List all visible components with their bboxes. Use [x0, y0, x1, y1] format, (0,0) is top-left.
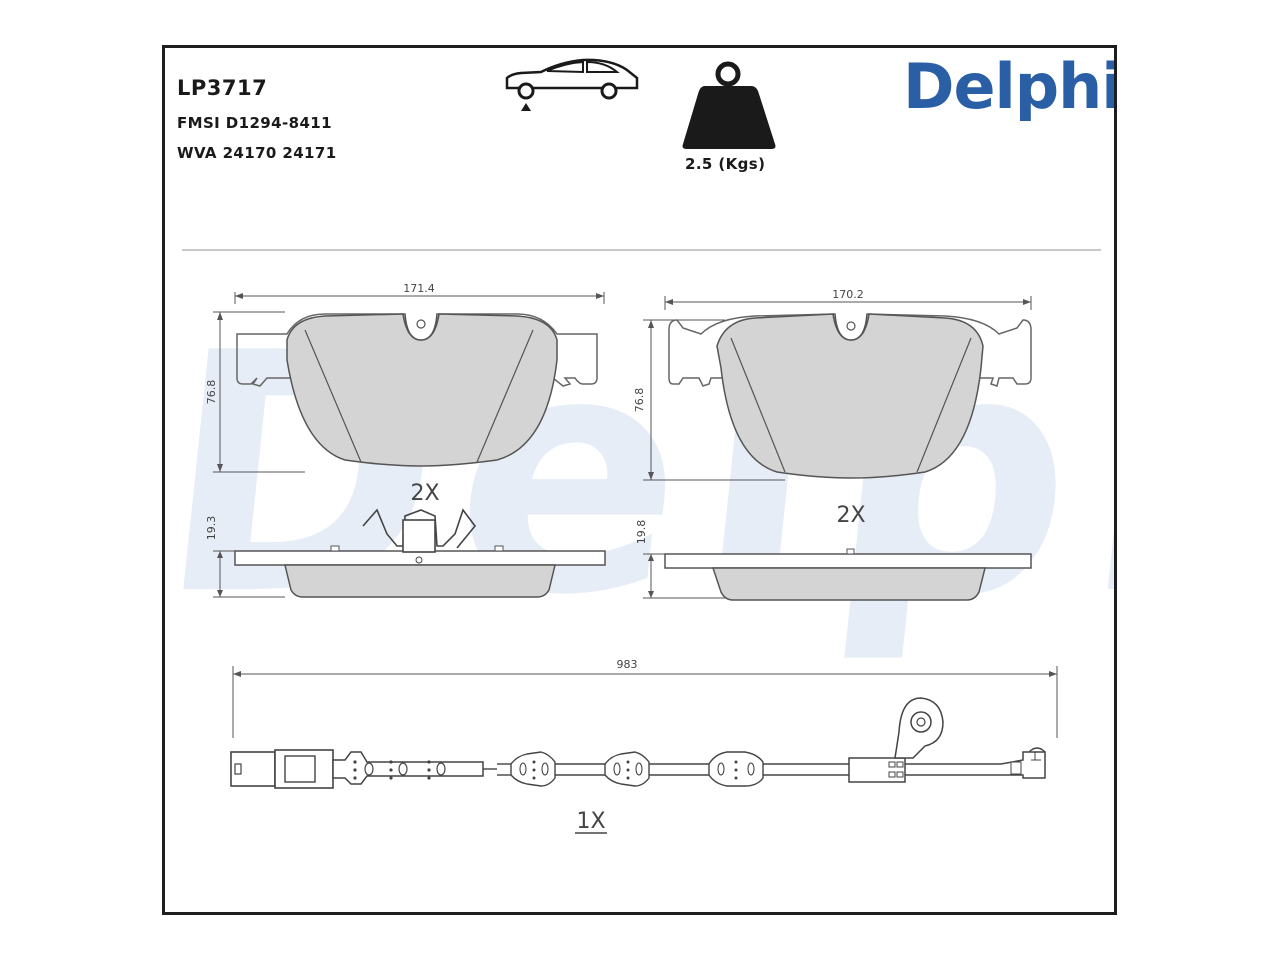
sensor-quantity: 1X — [576, 809, 605, 834]
sensor-length-dim: 983 — [617, 658, 638, 671]
weight-label: 2.5 (Kgs) — [685, 155, 766, 173]
left-pad-height-dim: 76.8 — [205, 380, 218, 405]
right-pad-width-dim: 170.2 — [832, 288, 864, 301]
part-number: LP3717 — [177, 76, 268, 100]
left-pad-side-view: 19.3 — [205, 508, 606, 598]
brand-logo: Delphi — [903, 50, 1117, 123]
drawing-frame: Delphi LP3717 FMSI D1294-8411 WVA 24170 … — [162, 45, 1117, 915]
left-pad-quantity: 2X — [410, 481, 439, 506]
right-pad-side-view: 19.8 — [635, 520, 1032, 601]
left-pad-width-dim: 171.4 — [403, 282, 435, 295]
car-front-axle-icon — [505, 58, 639, 111]
technical-drawing: 171.4 76.8 2X 19.3 — [182, 58, 1101, 834]
left-pad-front-view: 171.4 76.8 2X — [205, 282, 605, 506]
fmsi-code: FMSI D1294-8411 — [177, 114, 332, 132]
right-pad-front-view: 170.2 76.8 2X — [633, 288, 1032, 528]
right-pad-height-dim: 76.8 — [633, 388, 646, 413]
right-pad-thickness-dim: 19.8 — [635, 520, 648, 545]
left-pad-thickness-dim: 19.3 — [205, 516, 218, 541]
right-pad-quantity: 2X — [836, 503, 865, 528]
wva-code: WVA 24170 24171 — [177, 144, 337, 162]
weight-icon — [682, 61, 776, 149]
wear-sensor: 983 — [230, 658, 1058, 834]
